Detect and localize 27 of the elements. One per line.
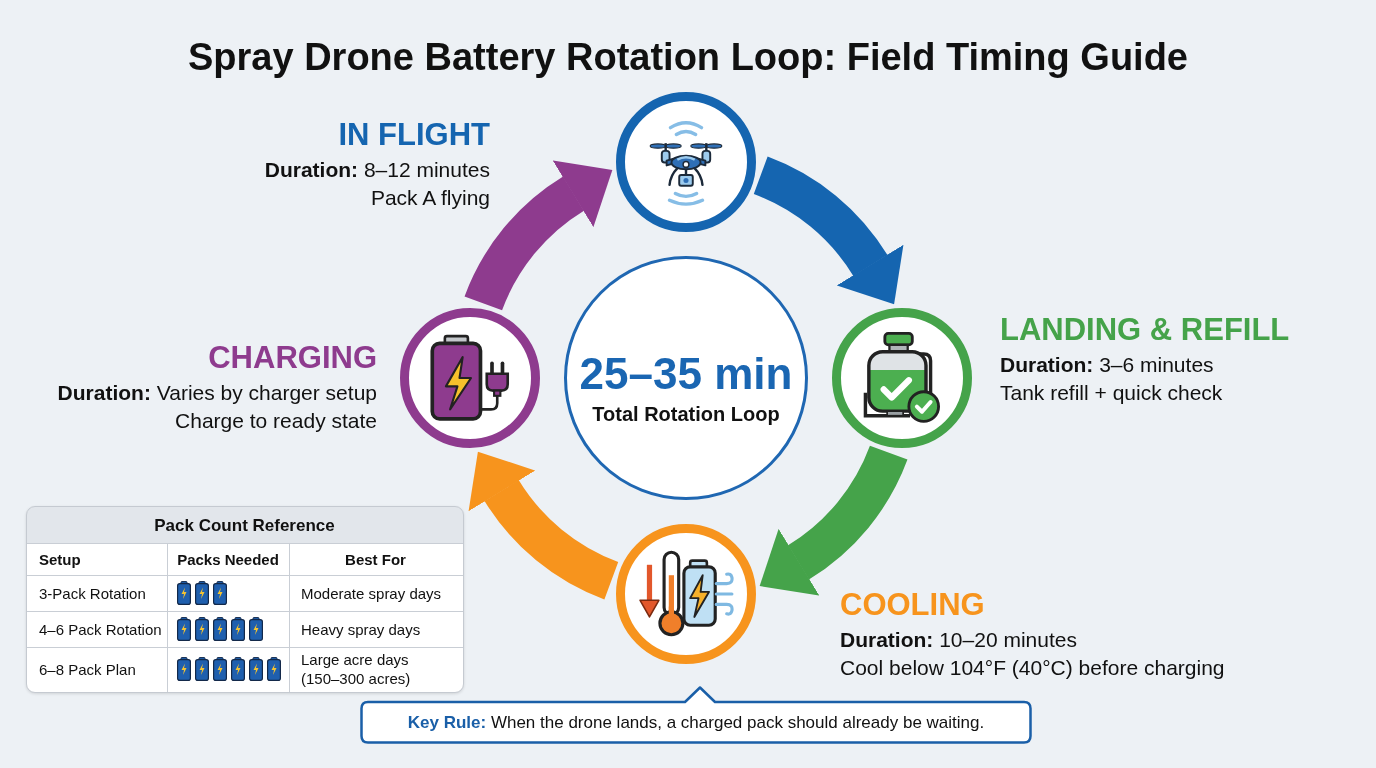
duration-text: Duration: 3–6 minutes	[1000, 352, 1214, 378]
duration-text: Duration: 8–12 minutes	[264, 157, 490, 183]
setup-name: 4–6 Pack Rotation	[39, 619, 162, 639]
table-title: Pack Count Reference	[154, 515, 335, 535]
key-rule-text: Key Rule: When the drone lands, a charged pack should already be waiting.	[407, 712, 985, 734]
stage-note: Pack A flying	[370, 185, 490, 211]
stage-heading: LANDING & REFILL	[1000, 312, 1290, 348]
stage-heading: IN FLIGHT	[338, 117, 490, 153]
stage-heading: CHARGING	[208, 340, 377, 376]
diagram-title: Spray Drone Battery Rotation Loop: Field Timing Guide	[188, 35, 1188, 80]
duration-text: Duration: Varies by charger setup	[57, 380, 377, 406]
total-time-value: 25–35 min	[579, 348, 793, 400]
stage-note: Charge to ready state	[175, 408, 377, 434]
column-header: Packs Needed	[177, 549, 279, 569]
use-case-text: Heavy spray days	[301, 619, 421, 639]
setup-name: 3-Pack Rotation	[39, 583, 146, 603]
use-case-text: Large acre days (150–300 acres)	[301, 650, 412, 688]
column-header: Setup	[39, 549, 81, 569]
duration-text: Duration: 10–20 minutes	[840, 627, 1077, 653]
stage-heading: COOLING	[840, 587, 985, 623]
stage-note: Cool below 104°F (40°C) before charging	[840, 655, 1225, 681]
callout-box	[360, 686, 1032, 744]
total-time-label: Total Rotation Loop	[592, 402, 780, 427]
setup-name: 6–8 Pack Plan	[39, 659, 136, 679]
column-header: Best For	[345, 549, 406, 569]
stage-note: Tank refill + quick check	[1000, 380, 1223, 406]
use-case-text: Moderate spray days	[301, 583, 442, 603]
